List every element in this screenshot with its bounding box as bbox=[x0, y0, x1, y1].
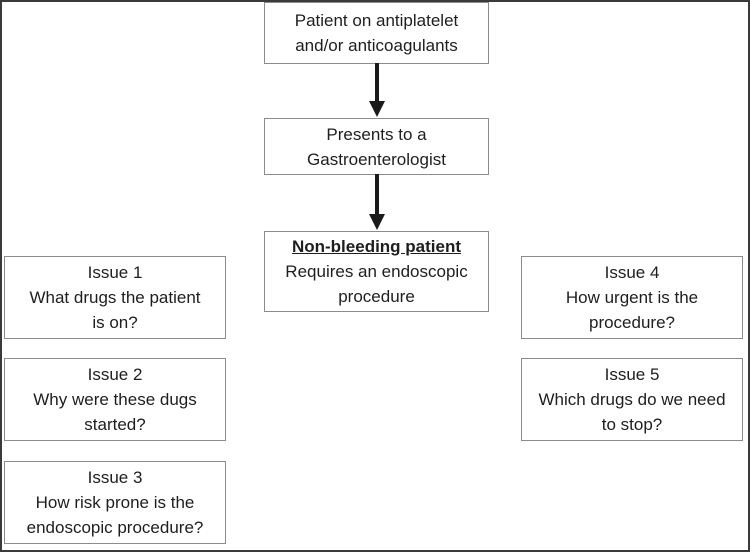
patient-box-line-2: and/or anticoagulants bbox=[295, 36, 458, 55]
issue-3-line-2: endoscopic procedure? bbox=[26, 518, 204, 537]
issue-1-box: Issue 1 What drugs the patient is on? bbox=[4, 256, 226, 339]
presents-box-line-1: Presents to a bbox=[326, 124, 427, 144]
presents-box-line-2: Gastroenterologist bbox=[307, 149, 446, 169]
issue-5-line-2: to stop? bbox=[601, 415, 663, 434]
arrow-down-1 bbox=[369, 63, 385, 117]
non-bleeding-heading: Non-bleeding patient bbox=[291, 237, 462, 256]
issue-4-line-2: procedure? bbox=[588, 313, 675, 332]
patient-on-antiplatelet-box: Patient on antiplatelet and/or anticoagu… bbox=[264, 2, 489, 64]
issue-2-title: Issue 2 bbox=[87, 365, 143, 384]
non-bleeding-line-1: Requires an endoscopic bbox=[285, 262, 468, 281]
issue-1-line-2: is on? bbox=[92, 313, 138, 332]
arrow-down-2 bbox=[369, 174, 385, 230]
issue-3-box: Issue 3 How risk prone is the endoscopic… bbox=[4, 461, 226, 544]
issue-4-box: Issue 4 How urgent is the procedure? bbox=[521, 256, 743, 339]
issue-4-line-1: How urgent is the bbox=[565, 288, 699, 307]
issue-5-title: Issue 5 bbox=[604, 365, 660, 384]
issue-2-line-2: started? bbox=[84, 415, 146, 434]
issue-1-line-1: What drugs the patient bbox=[29, 288, 201, 307]
issue-5-line-1: Which drugs do we need bbox=[538, 390, 726, 409]
issue-2-line-1: Why were these dugs bbox=[33, 390, 197, 409]
patient-box-line-1: Patient on antiplatelet bbox=[294, 11, 459, 30]
issue-5-box: Issue 5 Which drugs do we need to stop? bbox=[521, 358, 743, 441]
issue-4-title: Issue 4 bbox=[604, 263, 660, 282]
presents-to-gastroenterologist-box: Presents to a Gastroenterologist bbox=[264, 118, 489, 175]
issue-1-title: Issue 1 bbox=[87, 263, 143, 282]
issue-3-line-1: How risk prone is the bbox=[35, 493, 195, 512]
issue-2-box: Issue 2 Why were these dugs started? bbox=[4, 358, 226, 441]
issue-3-title: Issue 3 bbox=[87, 468, 143, 487]
non-bleeding-patient-box: Non-bleeding patient Requires an endosco… bbox=[264, 231, 489, 312]
non-bleeding-line-2: procedure bbox=[338, 287, 415, 306]
